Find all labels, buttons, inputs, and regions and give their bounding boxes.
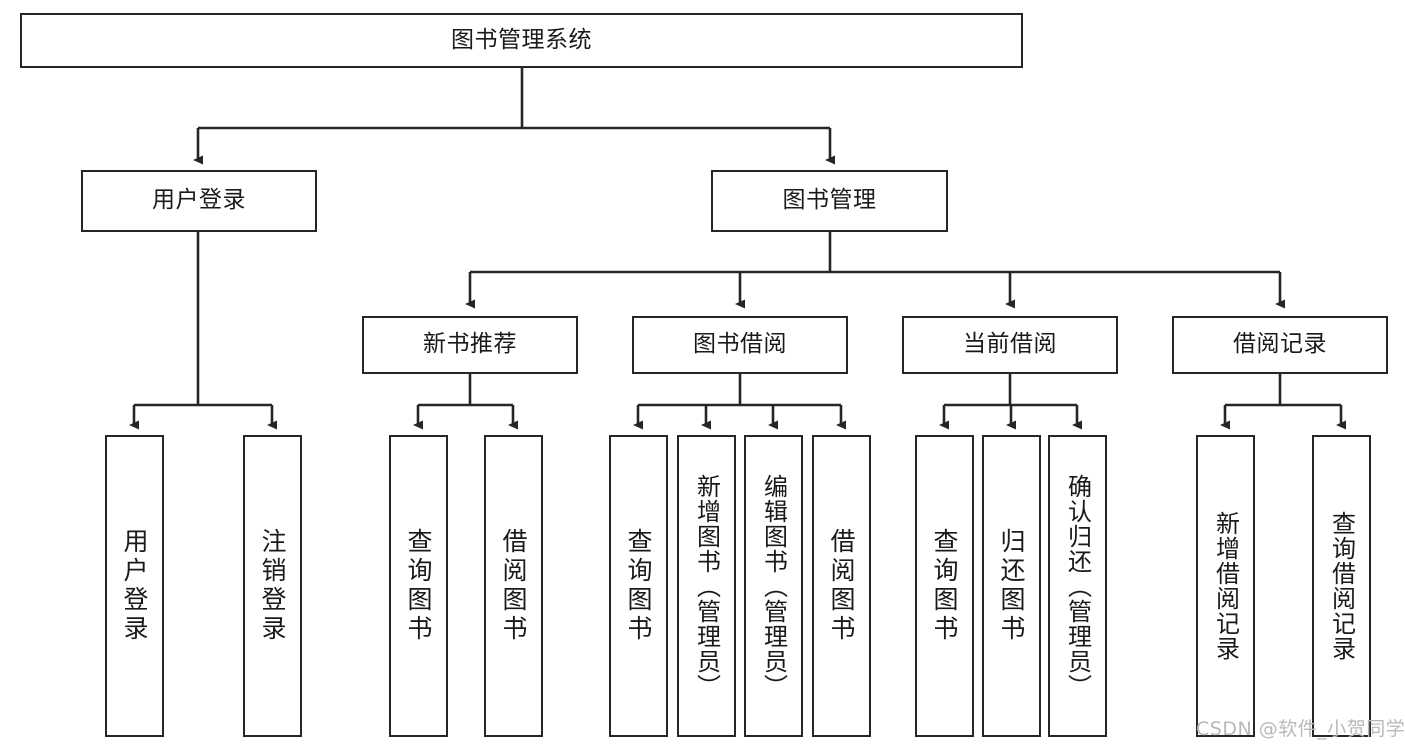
node-book-management[interactable]: 图书管理 — [711, 170, 948, 232]
node-label: 新书推荐 — [423, 331, 517, 358]
node-label: 确认归还（管理员） — [1063, 473, 1092, 699]
node-label: 用户登录 — [120, 528, 149, 644]
leaf-new-book-borrow-book[interactable]: 借阅图书 — [484, 435, 543, 737]
node-book-borrow[interactable]: 图书借阅 — [632, 316, 848, 374]
node-label: 借阅图书 — [827, 528, 856, 644]
node-borrow-record[interactable]: 借阅记录 — [1172, 316, 1388, 374]
leaf-book-borrow-add-book-admin[interactable]: 新增图书（管理员） — [677, 435, 736, 737]
node-user-login[interactable]: 用户登录 — [81, 170, 317, 232]
node-label: 图书借阅 — [693, 331, 787, 358]
node-label: 借阅图书 — [499, 528, 528, 644]
node-label: 编辑图书（管理员） — [759, 473, 788, 699]
node-label: 新增图书（管理员） — [692, 473, 721, 699]
leaf-current-borrow-return-book[interactable]: 归还图书 — [982, 435, 1041, 737]
leaf-borrow-record-query-record[interactable]: 查询借阅记录 — [1312, 435, 1371, 737]
leaf-book-borrow-edit-book-admin[interactable]: 编辑图书（管理员） — [744, 435, 803, 737]
node-label: 查询图书 — [930, 528, 959, 644]
leaf-borrow-record-add-record[interactable]: 新增借阅记录 — [1196, 435, 1255, 737]
node-label: 查询图书 — [624, 528, 653, 644]
leaf-book-borrow-borrow-book[interactable]: 借阅图书 — [812, 435, 871, 737]
node-label: 借阅记录 — [1233, 331, 1327, 358]
leaf-current-borrow-confirm-return-admin[interactable]: 确认归还（管理员） — [1048, 435, 1107, 737]
node-label: 新增借阅记录 — [1211, 511, 1240, 661]
node-new-book-recommend[interactable]: 新书推荐 — [362, 316, 578, 374]
node-label: 注销登录 — [258, 528, 287, 644]
watermark-text: CSDN @软件_小贺同学 — [1196, 718, 1405, 740]
leaf-user-login-login[interactable]: 用户登录 — [105, 435, 164, 737]
node-label: 当前借阅 — [963, 331, 1057, 358]
node-root-book-management-system[interactable]: 图书管理系统 — [20, 13, 1023, 68]
node-label: 图书管理 — [782, 187, 877, 214]
node-label: 用户登录 — [152, 187, 246, 214]
node-label: 归还图书 — [997, 528, 1026, 644]
node-current-borrow[interactable]: 当前借阅 — [902, 316, 1118, 374]
leaf-current-borrow-query-book[interactable]: 查询图书 — [915, 435, 974, 737]
node-label: 查询图书 — [404, 528, 433, 644]
leaf-user-login-logout[interactable]: 注销登录 — [243, 435, 302, 737]
leaf-book-borrow-query-book[interactable]: 查询图书 — [609, 435, 668, 737]
leaf-new-book-query-book[interactable]: 查询图书 — [389, 435, 448, 737]
node-label: 查询借阅记录 — [1327, 511, 1356, 661]
node-label: 图书管理系统 — [451, 26, 592, 53]
